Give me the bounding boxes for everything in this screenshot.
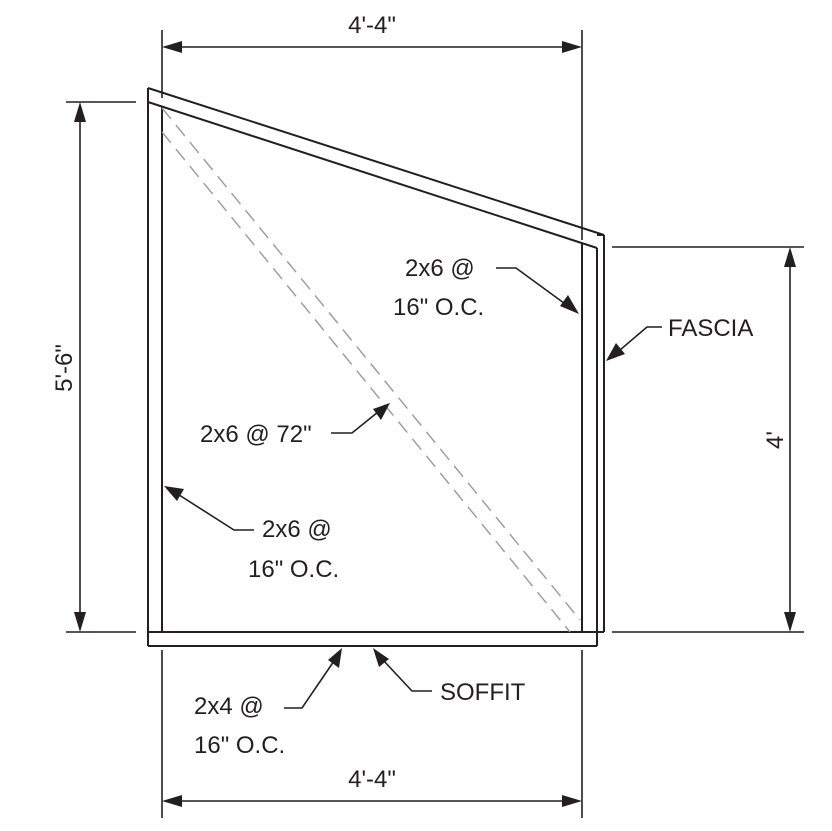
leader-line (382, 659, 432, 692)
arrowhead (74, 102, 86, 122)
arrowhead (784, 247, 796, 267)
callout-soffit-joist: 2x4 @ 16" O.C. (194, 648, 342, 759)
leader-line (284, 660, 335, 709)
arrowhead (562, 795, 582, 807)
arrowhead (562, 41, 582, 53)
callout-text-line2: 16" O.C. (248, 556, 339, 583)
callout-diagonal-brace: 2x6 @ 72" (200, 403, 390, 448)
callout-right-stud: 2x6 @ 16" O.C. (393, 255, 579, 321)
diagonal-brace-lower (161, 131, 571, 633)
right-height-dimension: 4' (612, 246, 804, 633)
leader-line (619, 326, 662, 351)
top-rafter-upper (147, 87, 605, 236)
callout-text: 2x6 @ 72" (200, 421, 312, 448)
callout-text-line1: 2x4 @ (194, 693, 264, 720)
dimension-label: 4'-4" (348, 12, 396, 39)
callout-text-line2: 16" O.C. (194, 732, 285, 759)
arrowhead (373, 648, 389, 667)
callout-left-stud: 2x6 @ 16" O.C. (164, 486, 339, 583)
diagonal-brace-upper (161, 107, 581, 621)
callout-fascia: FASCIA (606, 315, 753, 361)
dimension-label: 5'-6" (51, 344, 78, 392)
arrowhead (162, 795, 182, 807)
callout-text: SOFFIT (440, 679, 526, 706)
callout-text: FASCIA (668, 315, 753, 342)
arrowhead (373, 403, 390, 420)
callout-text-line2: 16" O.C. (393, 294, 484, 321)
leader-line (496, 267, 569, 307)
callout-soffit: SOFFIT (373, 648, 526, 706)
arrowhead (560, 295, 579, 314)
callout-text-line1: 2x6 @ (405, 255, 475, 282)
frame (147, 87, 605, 647)
arrowhead (606, 343, 625, 361)
top-rafter-lower (147, 101, 598, 249)
bottom-width-dimension: 4'-4" (161, 650, 583, 818)
left-height-dimension: 5'-6" (51, 101, 136, 633)
arrowhead (784, 612, 796, 632)
callout-text-line1: 2x6 @ (262, 516, 332, 543)
arrowhead (162, 41, 182, 53)
arrowhead (328, 648, 342, 668)
leader-line (175, 492, 254, 531)
dimension-label: 4' (762, 431, 789, 449)
arrowhead (74, 612, 86, 632)
arrowhead (164, 486, 184, 501)
top-width-dimension: 4'-4" (161, 12, 583, 240)
dimension-label: 4'-4" (348, 766, 396, 793)
leader-line (331, 411, 379, 434)
